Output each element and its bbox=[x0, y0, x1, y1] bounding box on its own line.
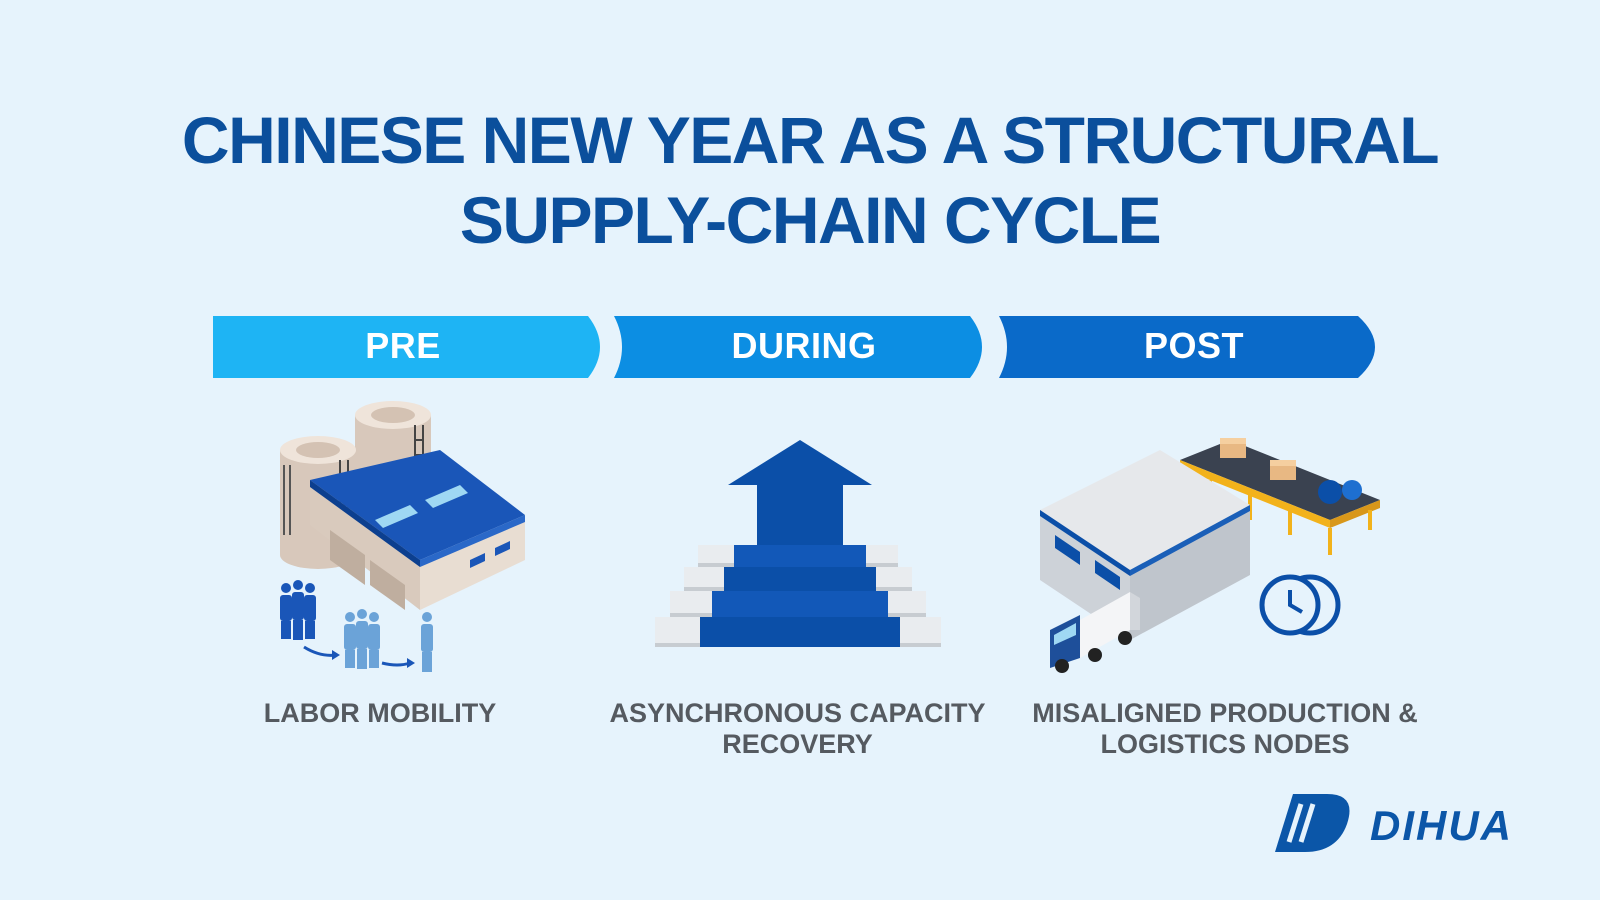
phase-pre-chevron bbox=[213, 316, 600, 378]
caption-pre: LABOR MOBILITY bbox=[225, 698, 535, 729]
factory-workers-icon bbox=[280, 401, 525, 672]
phase-timeline-bar bbox=[213, 316, 1375, 378]
brand-logo-icon bbox=[1275, 794, 1350, 852]
arrow-icon bbox=[303, 645, 337, 657]
truck-icon bbox=[1050, 592, 1140, 673]
phase-label-pre: PRE bbox=[365, 325, 441, 366]
clock-icon bbox=[1259, 574, 1341, 636]
phase-post-chevron bbox=[999, 316, 1375, 378]
warehouse-truck-conveyor-clock-icon bbox=[1040, 438, 1380, 673]
page-title: CHINESE NEW YEAR AS A STRUCTURAL SUPPLY-… bbox=[0, 100, 1600, 260]
title-line-1: CHINESE NEW YEAR AS A STRUCTURAL bbox=[181, 103, 1440, 177]
phase-label-during: DURING bbox=[731, 325, 877, 366]
title-line-2: SUPPLY-CHAIN CYCLE bbox=[459, 183, 1162, 257]
caption-during-line-1: ASYNCHRONOUS CAPACITY bbox=[609, 698, 986, 728]
caption-during-line-2: RECOVERY bbox=[722, 729, 873, 759]
caption-post: MISALIGNED PRODUCTION & LOGISTICS NODES bbox=[1015, 698, 1435, 760]
phase-label-post: POST bbox=[1143, 325, 1244, 366]
phase-during-chevron bbox=[614, 316, 982, 378]
stairs-up-arrow-icon bbox=[655, 440, 941, 647]
brand-name: DIHUA bbox=[1370, 802, 1513, 849]
arrow-icon bbox=[381, 661, 411, 667]
caption-during: ASYNCHRONOUS CAPACITY RECOVERY bbox=[600, 698, 995, 760]
caption-post-line-1: MISALIGNED PRODUCTION & bbox=[1032, 698, 1418, 728]
up-arrow-icon bbox=[700, 440, 900, 647]
caption-pre-line-1: LABOR MOBILITY bbox=[263, 698, 497, 728]
workers-group-icon bbox=[280, 580, 316, 640]
caption-post-line-2: LOGISTICS NODES bbox=[1100, 729, 1350, 759]
worker-icon bbox=[421, 612, 433, 672]
factory-icon bbox=[310, 450, 525, 610]
workers-group-icon bbox=[344, 609, 380, 669]
